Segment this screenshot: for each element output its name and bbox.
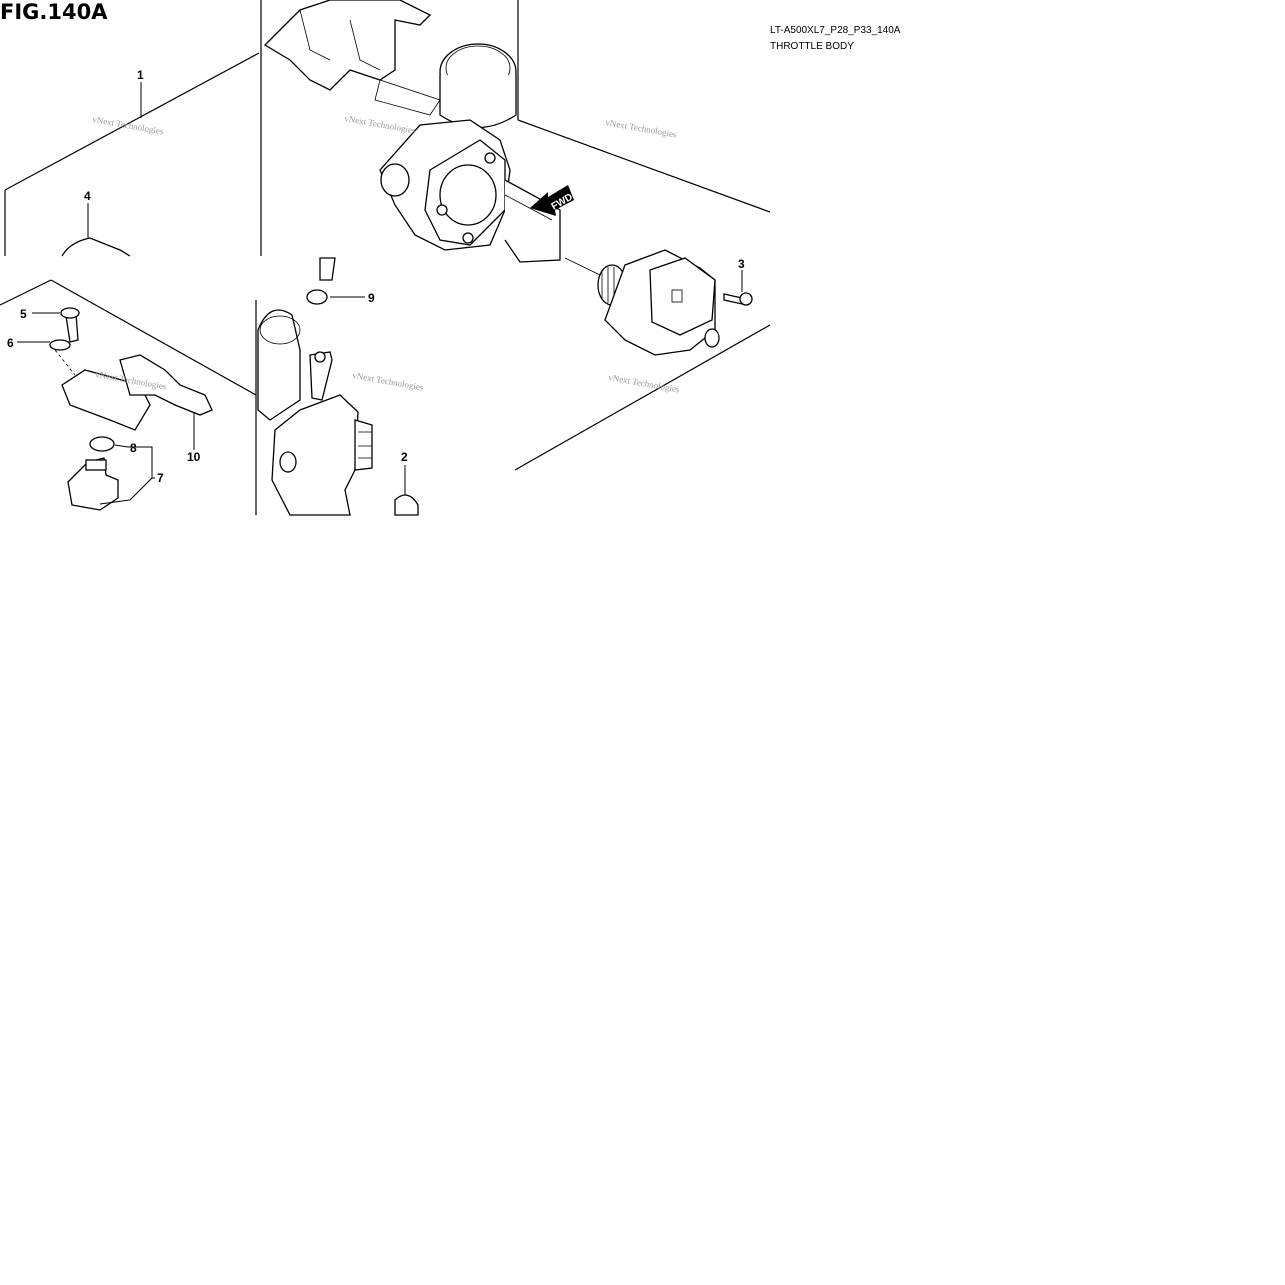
figure-name: THROTTLE BODY (770, 41, 854, 52)
callout-4: 4 (84, 189, 91, 203)
callout-2: 2 (401, 450, 408, 464)
callout-10: 10 (187, 450, 201, 464)
part-9 (306, 257, 365, 305)
callout-3: 3 (738, 257, 745, 271)
svg-text:vNext Technologies: vNext Technologies (608, 372, 681, 394)
callout-9: 9 (368, 291, 375, 305)
svg-text:vNext Technologies: vNext Technologies (352, 370, 425, 392)
callout-5: 5 (20, 307, 27, 321)
part-4 (61, 203, 131, 257)
figure-code: LT-A500XL7_P28_P33_140A (770, 25, 901, 36)
iac-valve (564, 249, 753, 356)
throttle-body-assembly (263, 0, 561, 263)
callout-6: 6 (7, 336, 14, 350)
injector-group (17, 307, 213, 511)
svg-text:vNext Technologies: vNext Technologies (92, 114, 165, 136)
figure-title: FIG.140A (0, 0, 108, 24)
callout-8: 8 (130, 441, 137, 455)
callout-1: 1 (137, 68, 144, 82)
svg-text:vNext Technologies: vNext Technologies (344, 113, 417, 135)
frame-lines (0, 0, 771, 515)
callout-7: 7 (157, 471, 164, 485)
svg-text:vNext Technologies: vNext Technologies (605, 117, 678, 139)
throttle-body-lower (257, 309, 419, 516)
